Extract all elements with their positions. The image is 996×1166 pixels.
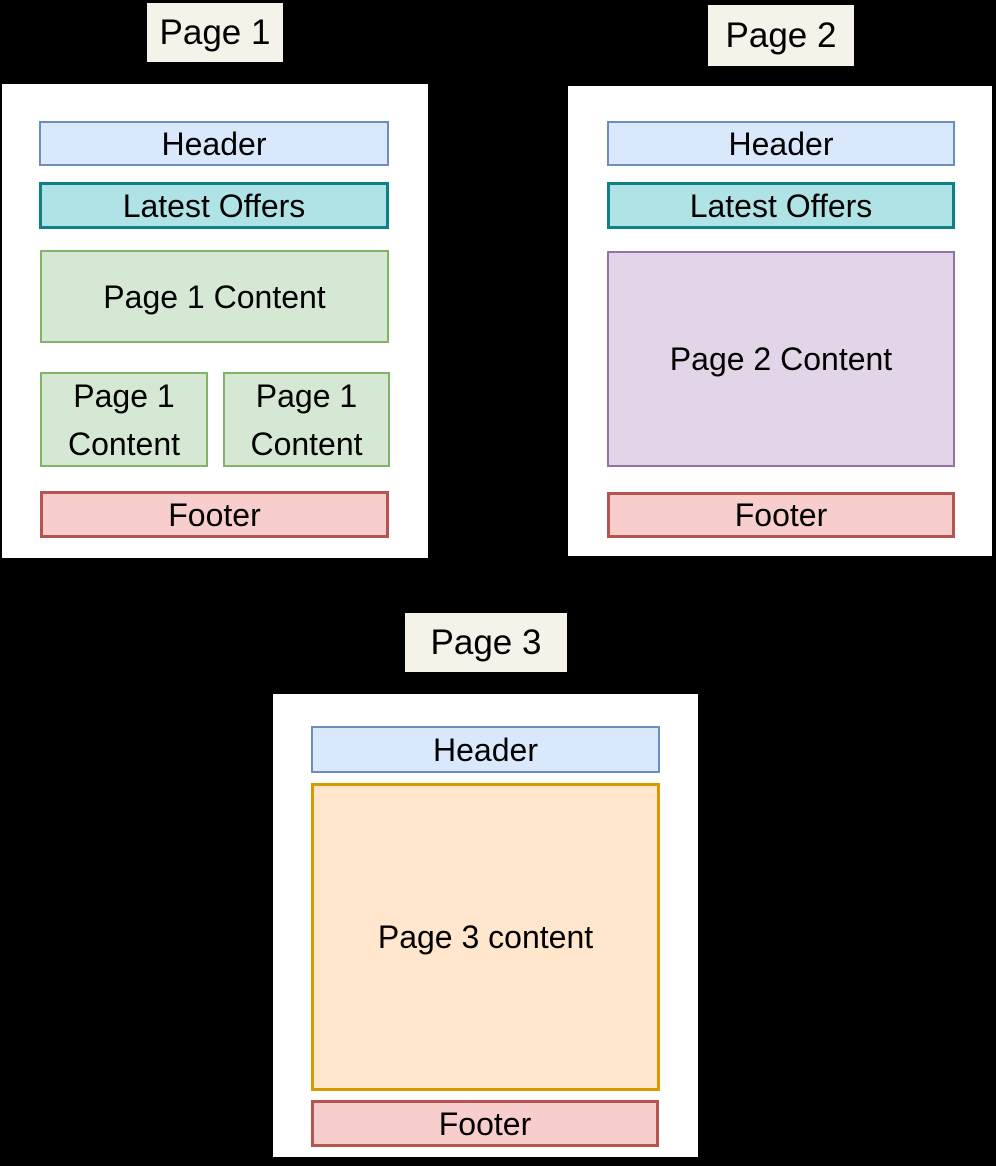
- page3-content-box: Page 3 content: [311, 783, 660, 1091]
- page1-latest-offers-box: Latest Offers: [39, 182, 389, 229]
- page3-label: Page 3: [405, 613, 567, 672]
- page2-footer-box: Footer: [607, 492, 955, 538]
- page1-content-main-box: Page 1 Content: [40, 250, 389, 343]
- page1-header-box: Header: [39, 121, 389, 166]
- page1-footer-box: Footer: [40, 491, 389, 538]
- page3-card: Header Page 3 content Footer: [273, 694, 698, 1157]
- page2-content-box: Page 2 Content: [607, 251, 955, 467]
- page2-card: Header Latest Offers Page 2 Content Foot…: [568, 86, 992, 556]
- page2-latest-offers-box: Latest Offers: [607, 182, 955, 229]
- page3-footer-box: Footer: [311, 1100, 659, 1147]
- page1-card: Header Latest Offers Page 1 Content Page…: [2, 84, 428, 558]
- page3-header-box: Header: [311, 726, 660, 773]
- page1-label: Page 1: [147, 3, 283, 62]
- page2-header-box: Header: [607, 121, 955, 166]
- page1-content-left-box: Page 1 Content: [40, 372, 208, 467]
- page1-content-right-box: Page 1 Content: [223, 372, 390, 467]
- page2-label: Page 2: [708, 5, 854, 66]
